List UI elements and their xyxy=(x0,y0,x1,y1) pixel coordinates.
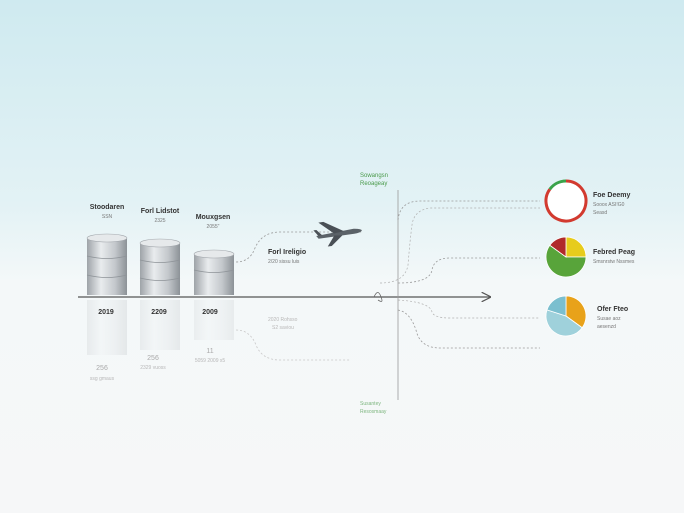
branch-connector-3 xyxy=(397,309,540,349)
hub-top-title: Sowangsn xyxy=(360,173,389,179)
storage-2-value: 2209 xyxy=(151,309,167,316)
storage-cylinder-3 xyxy=(193,249,235,295)
storage-2-name: Forl Lidstot xyxy=(140,208,180,215)
destination-2-slice-2 xyxy=(545,244,587,278)
storage-2-ghost-sub: 2329 vuoss xyxy=(140,365,166,371)
storage-cylinder-2 xyxy=(139,238,181,295)
storage-2-ghost-value: 256 xyxy=(147,355,159,362)
destination-3-slice-1 xyxy=(565,295,587,329)
storage-1-ghost-sub: ssg gmaus xyxy=(89,376,115,382)
storage-2-sub: 2325 xyxy=(154,218,166,224)
destination-1-title: Foe Deemy xyxy=(593,192,631,199)
destination-2-slice-3 xyxy=(549,236,567,258)
storage-3-name: Mouxgsen xyxy=(195,214,231,221)
destination-1-sub: Sooox ASI!G0 Seasd xyxy=(593,202,625,216)
destination-2-title: Febred Peag xyxy=(593,249,636,256)
storage-1-ghost-value: 256 xyxy=(96,365,108,372)
destination-2-slice-1 xyxy=(565,236,587,258)
storage-1-name: Stoodaren xyxy=(89,204,125,211)
storage-3-sub: 2055" xyxy=(206,224,220,230)
branch-connector-2 xyxy=(397,257,540,284)
flight-sub: 2/20 sissu luis xyxy=(268,259,300,265)
connector-reflection xyxy=(235,329,350,361)
connector-to-flight xyxy=(235,231,362,263)
flight-title: Forl Ireligio xyxy=(268,249,307,256)
hub-curl xyxy=(373,292,383,302)
airplane-icon xyxy=(313,221,362,247)
hub-bottom-sub: Resosmaay xyxy=(360,409,387,415)
storage-cylinder-1 xyxy=(86,233,128,295)
flight-ghost-b: S2 saviou xyxy=(272,325,294,331)
branch-connector-1 xyxy=(397,200,540,221)
destination-1-slice-1 xyxy=(544,179,588,223)
storage-1-value: 2019 xyxy=(98,309,114,316)
cylinder-reflections xyxy=(87,300,234,355)
hub-bottom-title: Susantey xyxy=(360,401,381,407)
storage-3-ghost-sub: 5059 2009 x5 xyxy=(194,358,226,364)
storage-1-sub: SSN xyxy=(101,214,113,220)
destination-1-chart xyxy=(544,179,588,223)
branch-connector-3b xyxy=(397,299,540,319)
storage-3-value: 2009 xyxy=(202,309,218,316)
storage-3-ghost-value: 11 xyxy=(206,348,214,355)
hub-top-sub: Reoageay xyxy=(360,181,388,187)
destination-3-slice-2 xyxy=(545,309,583,337)
destination-1-slice-2 xyxy=(548,179,567,191)
destination-3-title: Ofer Fteo xyxy=(597,306,629,313)
destination-3-slice-3 xyxy=(546,295,567,317)
destination-3-sub: Susae aoz aesenzd xyxy=(597,316,621,330)
destination-2-sub: Smsnrstw Nssmes xyxy=(593,259,635,265)
branch-connector-1b xyxy=(379,207,540,284)
flight-ghost-a: 2020 Rohsso xyxy=(268,317,298,323)
destination-3-chart xyxy=(545,295,587,337)
destination-2-chart xyxy=(545,236,587,278)
